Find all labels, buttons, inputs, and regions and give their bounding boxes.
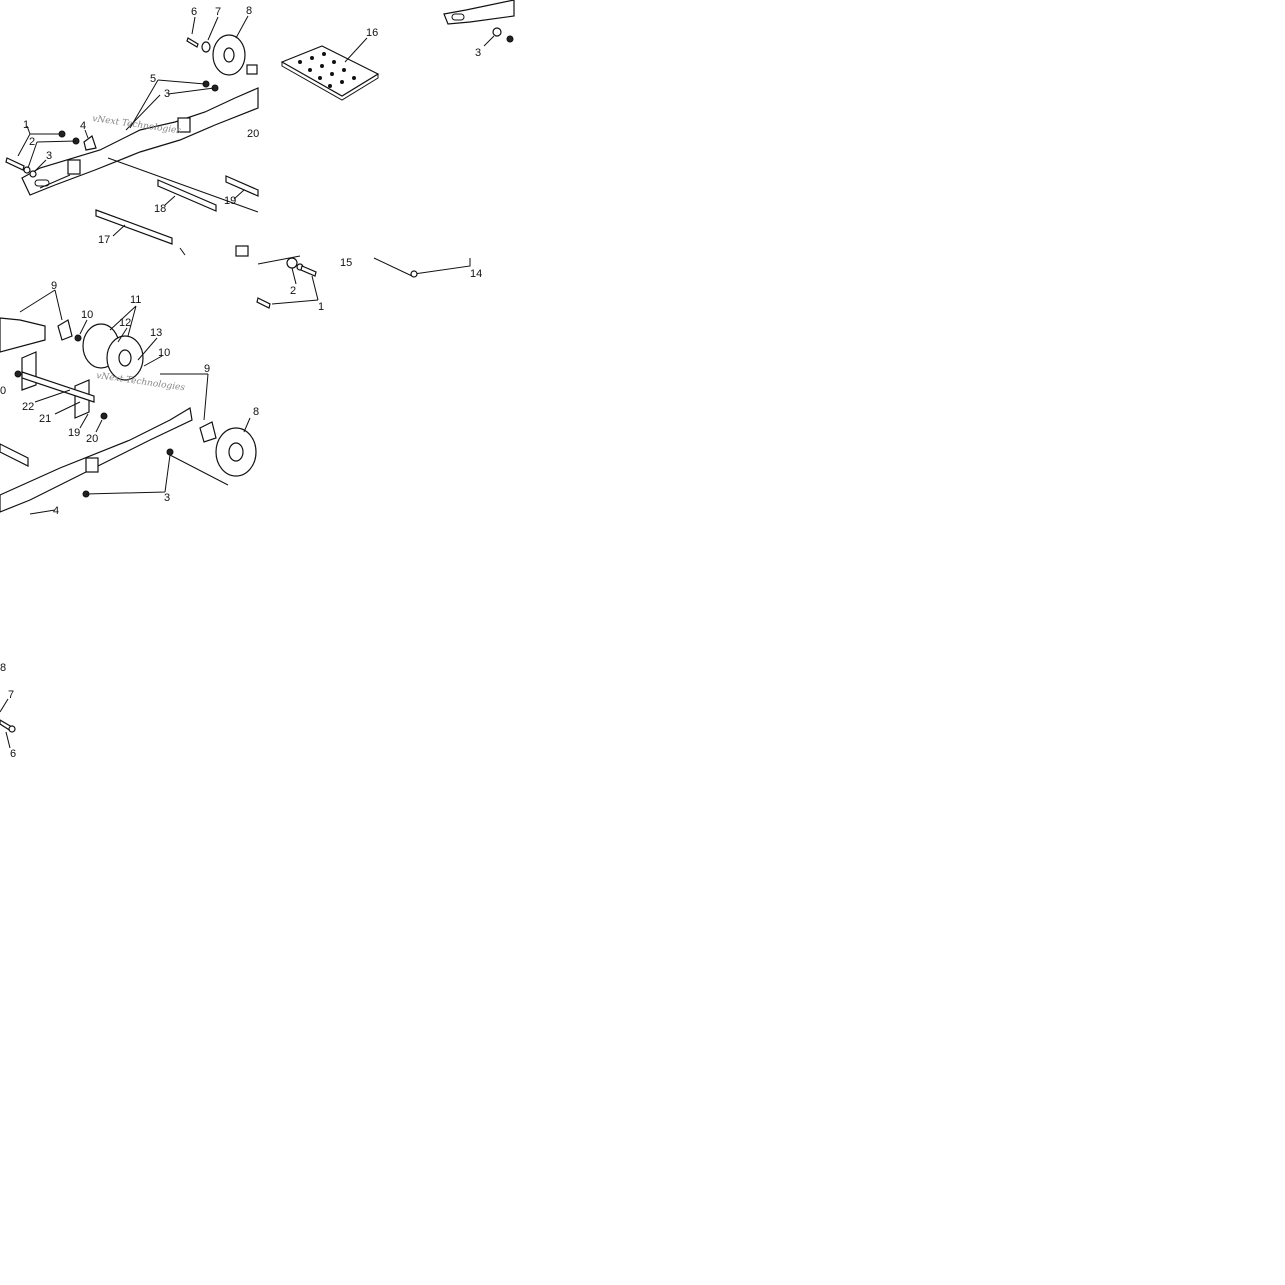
bracket [74,379,90,419]
callout-4: 4 [53,505,59,517]
callout-7: 7 [215,6,221,18]
callout-3b: 3 [164,88,170,100]
callout-19: 19 [68,427,80,439]
shaft-end [410,270,418,278]
tile-2: 16 [280,27,380,101]
nut [100,412,108,420]
callout-17: 17 [98,234,110,246]
idler-wheel-hub [228,442,244,462]
shaft-18 [157,179,217,212]
callout-9b: 9 [204,363,210,375]
idler-wheel-hub [223,47,235,63]
nut [74,334,82,342]
bolt [256,297,271,309]
callout-13: 13 [150,327,162,339]
callout-10b: 10 [158,347,170,359]
washer [492,27,502,37]
callout-2: 2 [290,285,296,297]
callout-0: 0 [0,385,6,397]
callout-12: 12 [119,317,131,329]
washer [29,170,37,178]
callout-9: 9 [51,280,57,292]
axle [21,371,95,403]
bolt [5,157,25,171]
callout-1: 1 [23,119,29,131]
callout-10: 10 [81,309,93,321]
callout-5: 5 [150,73,156,85]
callout-8: 8 [0,662,6,674]
skid-plate [280,45,380,97]
callout-22: 22 [22,401,34,413]
idler-wheel-hub [118,349,132,367]
tile-4: vNext Technologies 9 10 11 12 13 10 9 0 … [0,280,259,517]
rail-block [67,159,81,175]
skid-plate-holes [298,52,356,88]
callout-11: 11 [130,294,141,306]
bracket [21,351,37,391]
shaft-19 [225,175,259,197]
tile-6: 8 7 6 [0,662,16,760]
nut [506,35,514,43]
nut [166,448,174,456]
tile-3: 3 [443,0,515,59]
rail-slot [451,13,465,21]
bolt [300,265,317,277]
callout-3: 3 [475,47,481,59]
callout-7: 7 [8,689,14,701]
callout-20: 20 [247,128,259,140]
callout-3: 3 [164,492,170,504]
bracket [83,135,97,151]
callout-21: 21 [39,413,51,425]
callout-4: 4 [80,120,86,132]
bolt [186,37,199,48]
callout-8: 8 [246,5,252,17]
callout-19: 19 [224,195,236,207]
callout-1: 1 [318,301,324,313]
washer [201,41,211,53]
callout-14: 14 [470,268,482,280]
tile-1: vNext Technologies 1 2 3 4 5 3 6 7 8 20 … [5,5,259,256]
callout-18: 18 [154,203,166,215]
callout-20: 20 [86,433,98,445]
upper-rail [0,317,46,353]
rail-block [235,245,249,257]
rail-block [85,457,99,473]
callout-3: 3 [46,150,52,162]
callout-6: 6 [10,748,16,760]
callout-15: 15 [340,257,352,269]
shaft [0,443,29,467]
callout-8: 8 [253,406,259,418]
nut [14,370,22,378]
rail-block [177,117,191,133]
bracket [199,421,217,443]
callout-16: 16 [366,27,378,39]
rail-slot [34,179,50,187]
callout-2: 2 [29,136,35,148]
washer [286,257,298,269]
washer [23,166,31,174]
washer [8,725,16,733]
slide-rail [21,87,259,196]
shaft-17 [95,209,173,245]
bracket [57,319,73,341]
callout-6: 6 [191,6,197,18]
tile-5: 15 14 2 1 [235,245,482,313]
slide-rail [443,0,515,25]
small-roller [246,64,258,75]
